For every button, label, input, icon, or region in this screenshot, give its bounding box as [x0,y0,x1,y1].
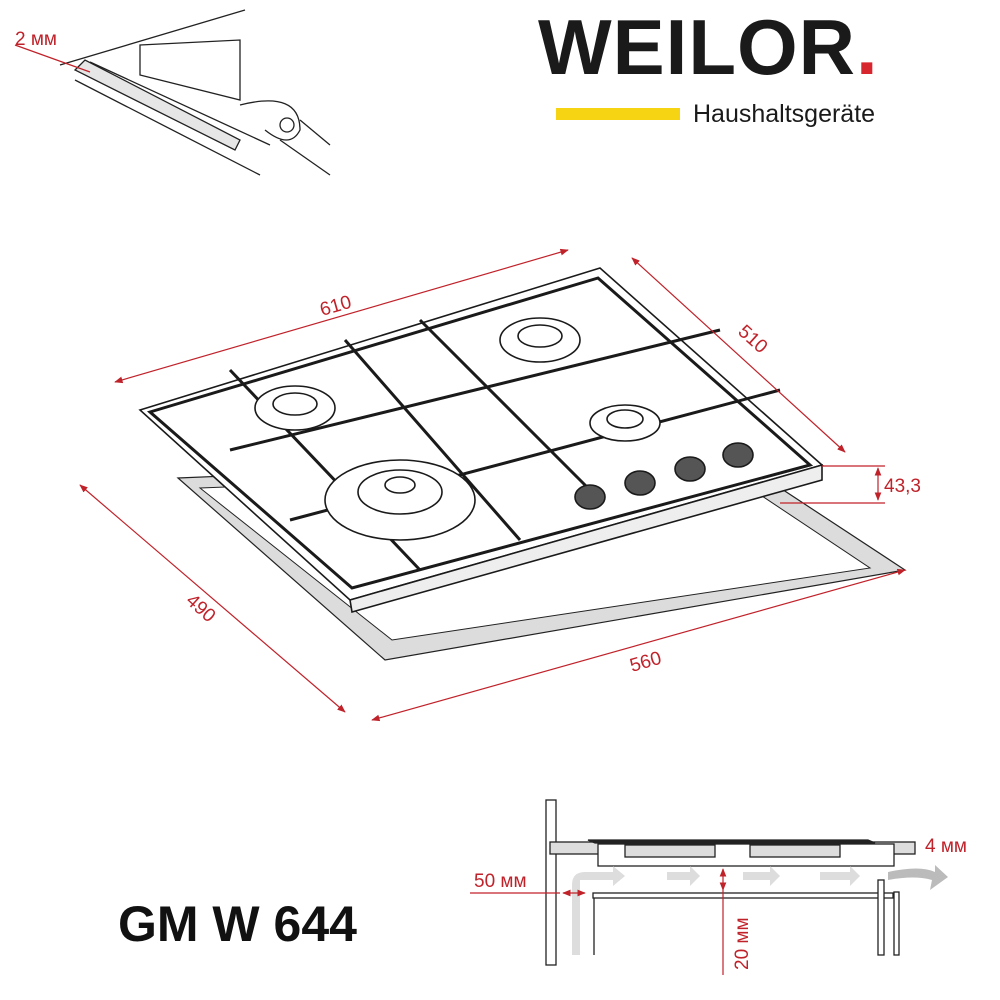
width-label: 610 [318,292,354,321]
dimension-lines [79,248,906,722]
brand-dot: . [855,3,879,91]
height-label: 43,3 [884,476,921,497]
airflow-arrows [572,865,948,955]
knob [574,484,606,510]
model-name: GM W 644 [118,896,357,952]
knob [624,470,656,496]
brand-logo: WEILOR. [538,2,879,93]
seal-thickness-label: 2 мм [15,29,57,50]
burner [254,385,336,431]
cutout-depth-label: 490 [182,590,220,627]
control-knobs [574,442,754,510]
front-gap-label: 4 мм [925,836,967,857]
installation-section [545,799,916,966]
burner [499,317,581,363]
depth-label: 510 [734,321,772,358]
burner-wok [324,459,476,541]
knob [722,442,754,468]
seal-leader-line [14,44,91,73]
brand-accent-bar [556,108,680,120]
seal-detail [59,9,331,176]
wall-gap-label: 50 мм [474,871,527,892]
knob [674,456,706,482]
burner [589,404,661,442]
brand-name: WEILOR [538,3,856,91]
cutout-width-label: 560 [628,648,664,677]
under-gap-label: 20 мм [732,917,753,970]
brand-tagline: Haushaltsgeräte [693,100,876,128]
